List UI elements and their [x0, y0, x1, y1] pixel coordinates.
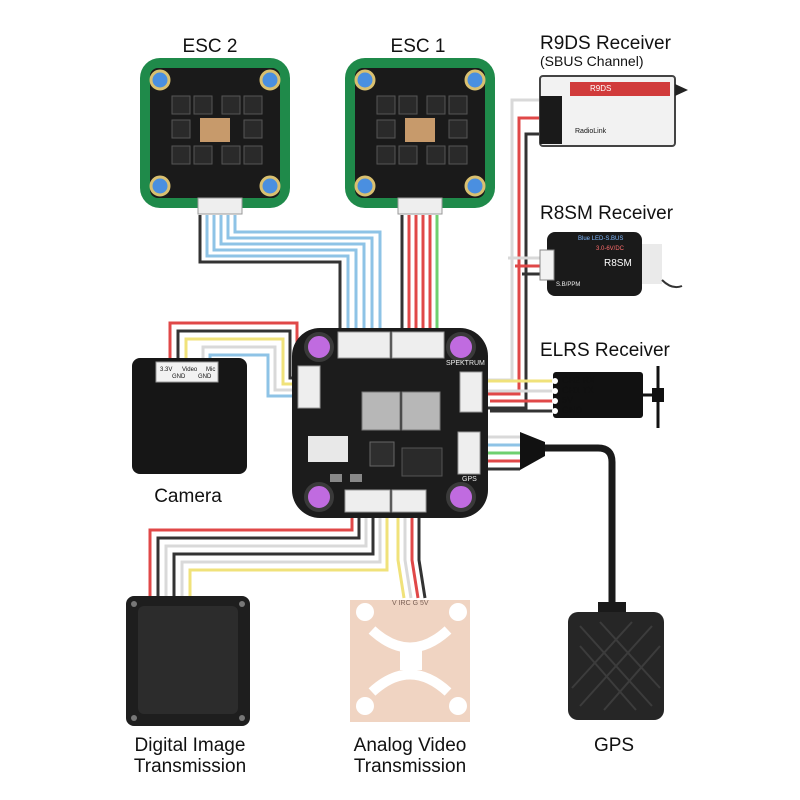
esc1-label: ESC 1: [390, 36, 446, 57]
camera-pin-label: Mic: [206, 367, 216, 373]
r8sm-model-text: R8SM: [604, 258, 632, 269]
camera-pin-label: GND: [172, 374, 186, 380]
r9ds-brand-text: RadioLink: [575, 128, 607, 135]
spektrum-port-label: SPEKTRUM: [446, 360, 485, 367]
r8sm-led-text: Blue LED-S.BUS: [578, 236, 624, 242]
gps-module: [568, 602, 664, 720]
digital-vtx-label-line1: Digital Image: [134, 735, 246, 756]
elrs-pin-label: 5V: [562, 395, 574, 405]
esc2-wires: [198, 215, 382, 332]
r8sm-receiver: [539, 232, 683, 296]
camera-pin-label: GND: [198, 374, 212, 380]
elrs-pin-label: CH1 TX: [562, 385, 594, 395]
r8sm-power-text: 3.0-6V/DC: [596, 246, 625, 252]
analog-vtx-label-line2: Transmission: [353, 756, 467, 777]
elrs-pin-label: CH2 RX: [562, 375, 596, 385]
camera-pin-label: 3.3V: [160, 367, 173, 373]
analog-vtx-wires: [396, 512, 427, 599]
digital-vtx-module: [126, 596, 250, 726]
flight-controller: [292, 328, 488, 518]
r8sm-label: R8SM Receiver: [540, 203, 674, 224]
esc2-board: [140, 58, 290, 215]
elrs-label: ELRS Receiver: [540, 340, 670, 361]
r9ds-model-text: R9DS: [590, 84, 612, 93]
esc1-board: [345, 58, 495, 215]
digital-vtx-label-line2: Transmission: [133, 756, 247, 777]
camera-pin-label: Video: [182, 367, 198, 373]
esc2-label: ESC 2: [182, 36, 238, 57]
digital-vtx-wires: [148, 512, 389, 600]
elrs-receiver: [552, 366, 664, 428]
r9ds-receiver: [539, 75, 688, 147]
elrs-pin-label: GND: [562, 405, 582, 415]
analog-vtx-label-line1: Analog Video: [353, 735, 467, 756]
receiver-wires: [482, 98, 553, 413]
r9ds-sublabel: (SBUS Channel): [540, 53, 644, 69]
camera-module: [132, 358, 247, 474]
esc1-wires: [400, 215, 439, 332]
vtx-pin-label: V IRC G 5V: [392, 600, 429, 607]
gps-port-label: GPS: [462, 476, 477, 483]
r9ds-label: R9DS Receiver: [540, 33, 671, 54]
camera-label: Camera: [154, 486, 222, 507]
r8sm-mode-text: S.B/PPM: [556, 282, 581, 288]
analog-vtx-module: [350, 600, 470, 722]
gps-label: GPS: [593, 735, 635, 756]
gps-wires: [480, 435, 616, 606]
